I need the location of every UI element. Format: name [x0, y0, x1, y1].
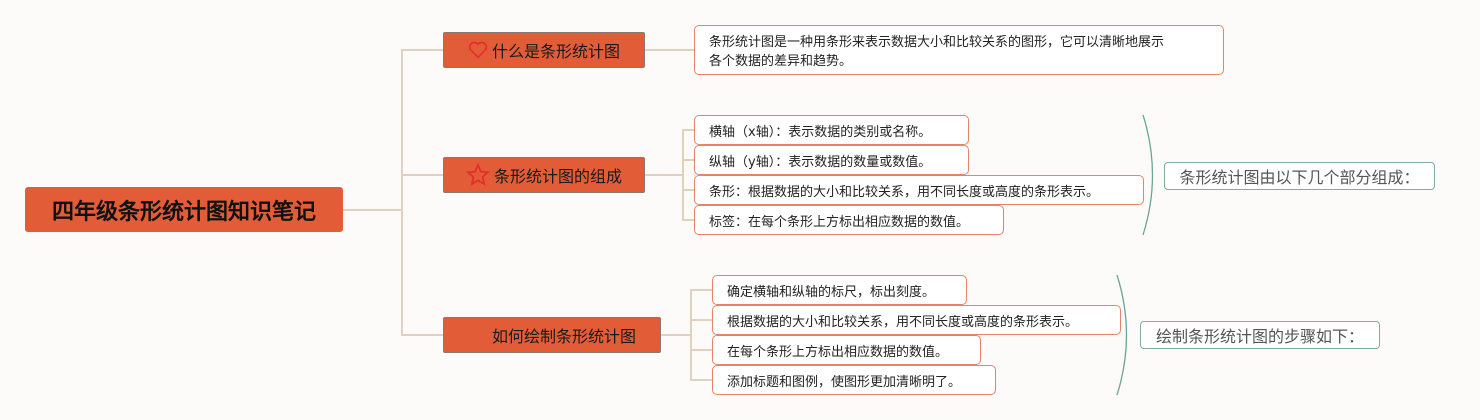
- leaf-step-2[interactable]: 根据数据的大小和比较关系，用不同长度或高度的条形表示。: [712, 305, 1121, 335]
- branch-label: 如何绘制条形统计图: [491, 327, 636, 346]
- branch-what-is[interactable]: 什么是条形统计图: [443, 32, 645, 68]
- connector: [690, 349, 712, 351]
- branch-label: 什么是条形统计图: [491, 42, 620, 61]
- leaf-bars[interactable]: 条形：根据数据的大小和比较关系，用不同长度或高度的条形表示。: [694, 175, 1144, 205]
- connector: [690, 319, 712, 321]
- summary-text: 条形统计图由以下几个部分组成：: [1179, 168, 1420, 187]
- leaf-y-axis[interactable]: 纵轴（y轴）：表示数据的数量或数值。: [694, 145, 969, 175]
- connector: [645, 49, 694, 51]
- leaf-text: 横轴（x轴）：表示数据的类别或名称。: [709, 124, 932, 140]
- leaf-text: 条形统计图是一种用条形来表示数据大小和比较关系的图形，它可以清晰地展示: [709, 35, 1165, 50]
- star-icon: [465, 163, 490, 186]
- heart-icon: [468, 41, 488, 59]
- summary-text: 绘制条形统计图的步骤如下：: [1155, 327, 1364, 346]
- connector: [401, 49, 443, 51]
- brace-steps: [1116, 274, 1128, 396]
- connector: [401, 174, 443, 176]
- connector: [661, 334, 691, 336]
- leaf-step-1[interactable]: 确定横轴和纵轴的标尺，标出刻度。: [712, 275, 967, 305]
- connector: [645, 174, 683, 176]
- leaf-step-4[interactable]: 添加标题和图例，使图形更加清晰明了。: [712, 365, 996, 395]
- leaf-step-3[interactable]: 在每个条形上方标出相应数据的数值。: [712, 335, 981, 365]
- connector: [343, 209, 401, 211]
- leaf-text: 标签：在每个条形上方标出相应数据的数值。: [709, 214, 970, 230]
- branch-label: 条形统计图的组成: [493, 167, 622, 186]
- root-title: 四年级条形统计图知识笔记: [51, 199, 316, 225]
- connector: [690, 379, 712, 381]
- connector: [401, 334, 443, 336]
- leaf-text: 确定横轴和纵轴的标尺，标出刻度。: [727, 284, 936, 300]
- branch-composition[interactable]: 条形统计图的组成: [443, 157, 645, 193]
- connector: [682, 159, 694, 161]
- root-node[interactable]: 四年级条形统计图知识笔记: [25, 187, 343, 232]
- summary-steps[interactable]: 绘制条形统计图的步骤如下：: [1140, 321, 1380, 349]
- connector: [682, 189, 694, 191]
- brace-composition: [1142, 114, 1154, 236]
- connector: [682, 129, 684, 221]
- connector: [682, 219, 694, 221]
- leaf-labels[interactable]: 标签：在每个条形上方标出相应数据的数值。: [694, 205, 1004, 235]
- leaf-text: 添加标题和图例，使图形更加清晰明了。: [727, 374, 962, 390]
- leaf-text: 在每个条形上方标出相应数据的数值。: [727, 344, 949, 360]
- branch-how-to-draw[interactable]: 如何绘制条形统计图: [443, 317, 661, 353]
- leaf-text: 根据数据的大小和比较关系，用不同长度或高度的条形表示。: [727, 314, 1079, 330]
- connector: [682, 129, 694, 131]
- leaf-text: 各个数据的差异和趋势。: [709, 54, 853, 69]
- leaf-text: 纵轴（y轴）：表示数据的数量或数值。: [709, 154, 932, 170]
- leaf-definition[interactable]: 条形统计图是一种用条形来表示数据大小和比较关系的图形，它可以清晰地展示 各个数据…: [694, 25, 1224, 75]
- summary-composition[interactable]: 条形统计图由以下几个部分组成：: [1164, 162, 1435, 190]
- connector: [690, 289, 712, 291]
- leaf-text: 条形：根据数据的大小和比较关系，用不同长度或高度的条形表示。: [709, 184, 1100, 200]
- leaf-x-axis[interactable]: 横轴（x轴）：表示数据的类别或名称。: [694, 115, 969, 145]
- connector: [401, 49, 403, 336]
- connector: [690, 289, 692, 381]
